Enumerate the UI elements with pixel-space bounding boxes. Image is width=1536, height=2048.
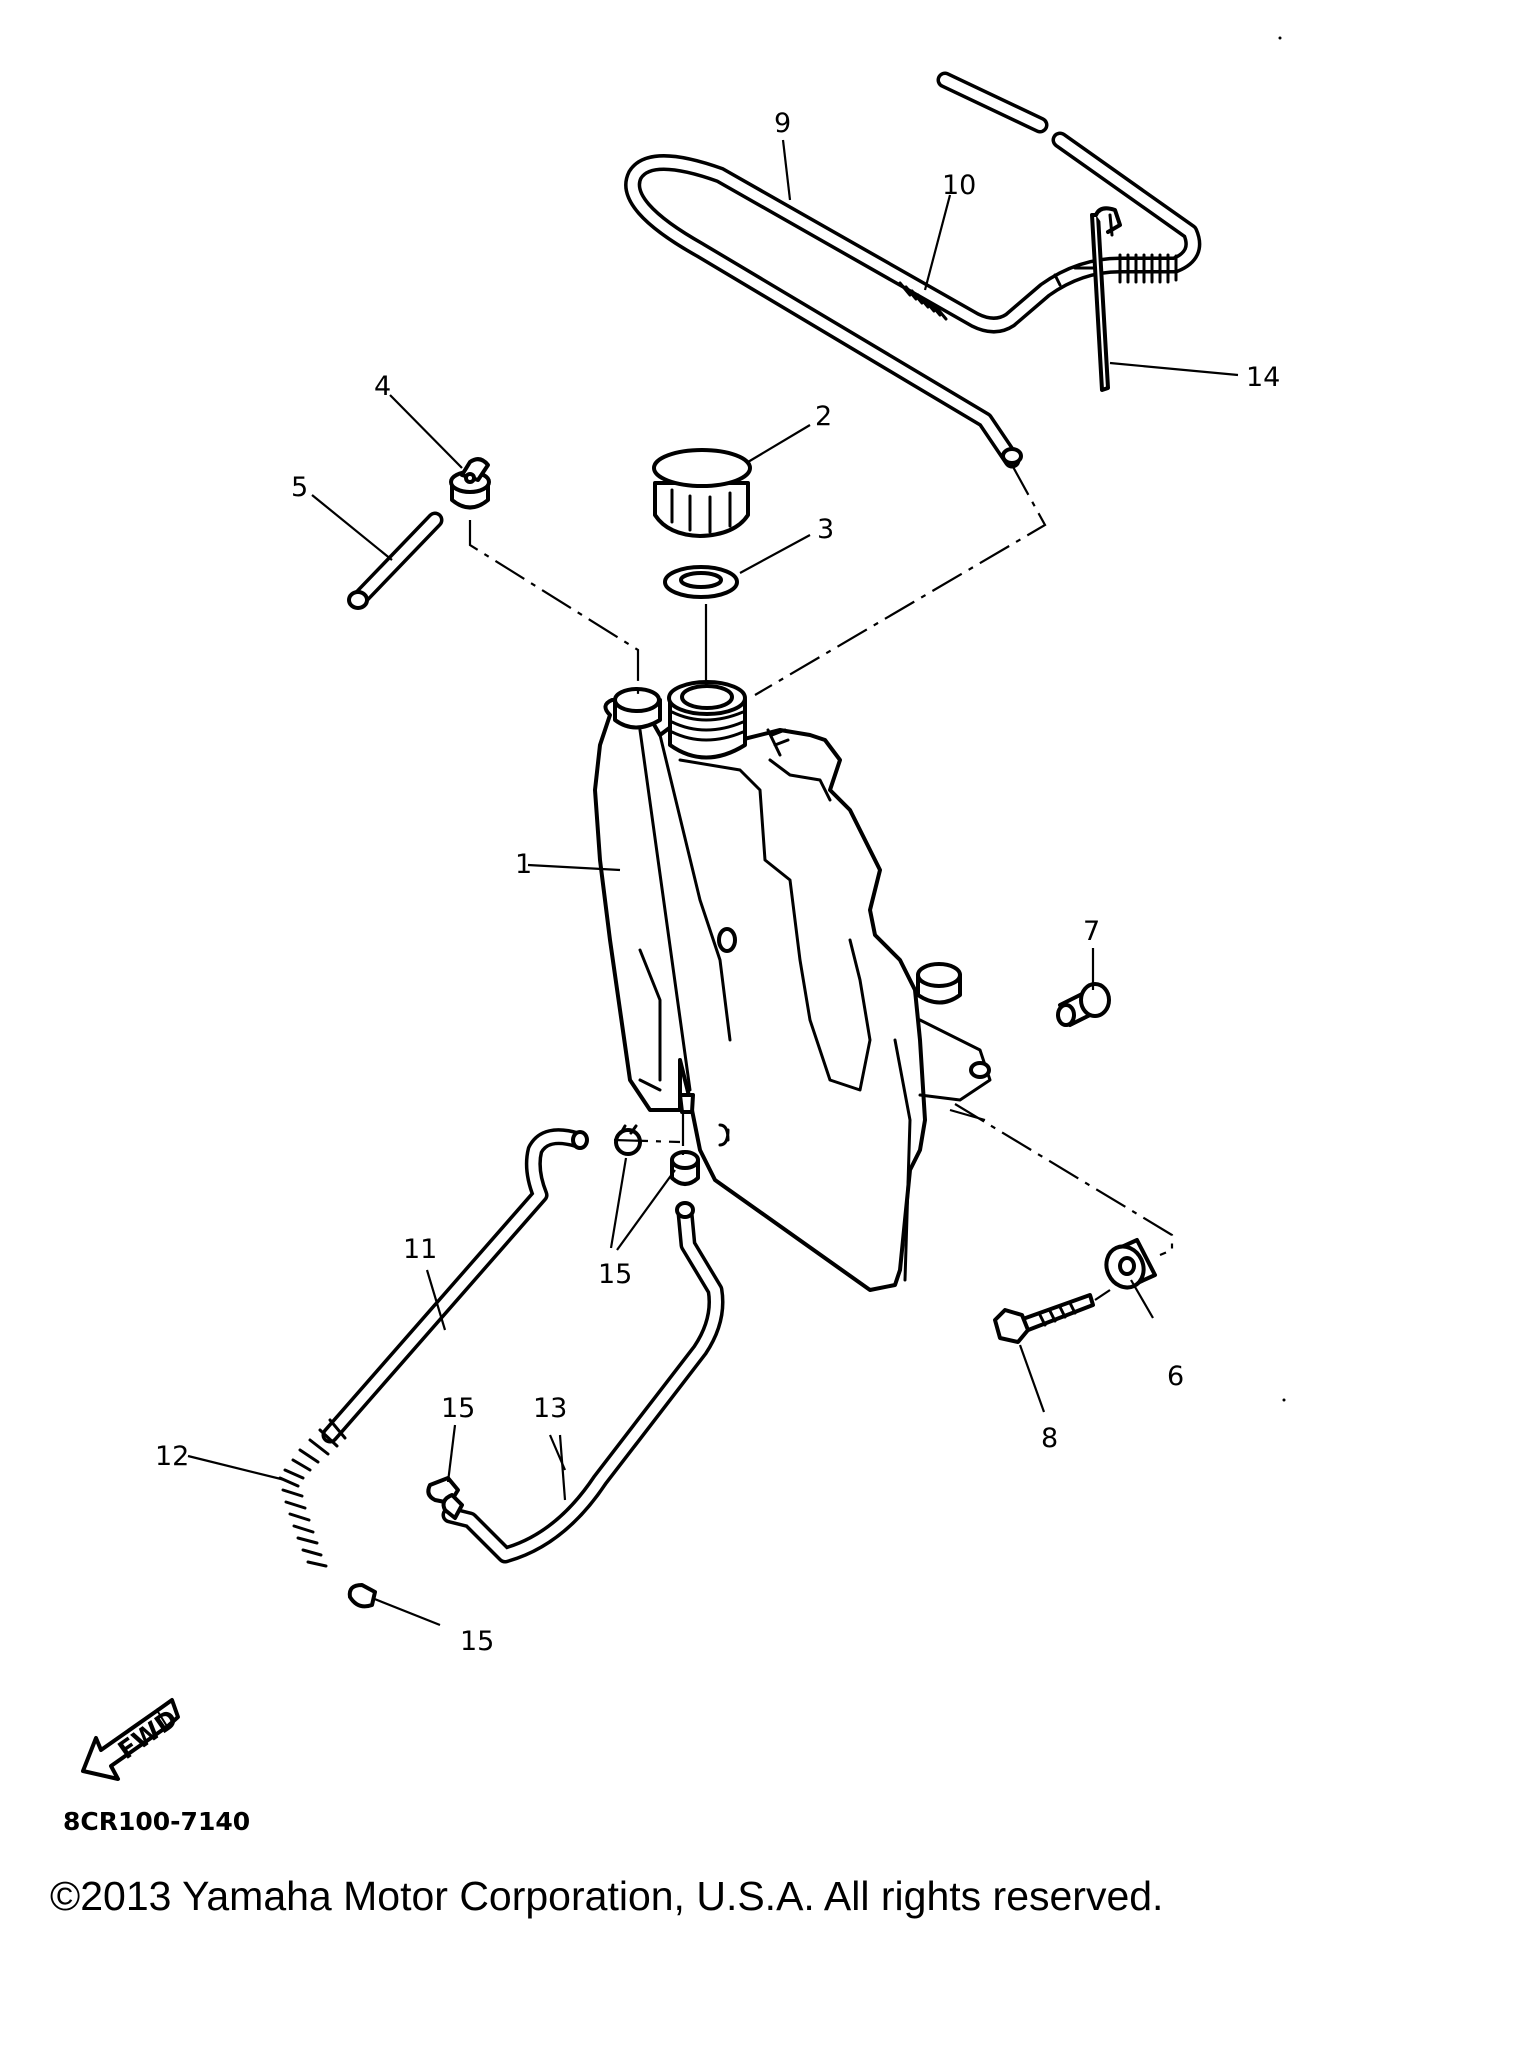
hose-11 <box>321 1128 589 1444</box>
assembly-line-bolt <box>1094 1289 1111 1301</box>
gasket <box>663 565 739 599</box>
fwd-label: FWD <box>113 1704 183 1765</box>
grommet <box>1104 1238 1157 1290</box>
short-tube <box>347 511 444 610</box>
callout-2: 2 <box>815 401 832 432</box>
breather-hose <box>624 71 1202 469</box>
collar <box>1056 982 1111 1027</box>
spring-10 <box>898 281 948 321</box>
oil-tank <box>593 698 992 1292</box>
copyright-notice: ©2013 Yamaha Motor Corporation, U.S.A. A… <box>50 1873 1164 1919</box>
callout-14: 14 <box>1246 362 1280 393</box>
speck <box>1278 36 1282 40</box>
callout-6: 6 <box>1167 1361 1184 1392</box>
clip-stay <box>1090 206 1122 392</box>
callout-1: 1 <box>515 849 532 880</box>
callout-15-mid: 15 <box>441 1393 475 1424</box>
callout-9: 9 <box>774 108 791 139</box>
assembly-line-drain <box>613 1112 685 1155</box>
fwd-arrow-icon: FWD <box>81 1698 183 1781</box>
callout-11: 11 <box>403 1234 437 1265</box>
clip-15-mid <box>426 1476 464 1520</box>
clip-15-top <box>614 1124 700 1186</box>
callout-15-bottom: 15 <box>460 1626 494 1657</box>
leader-lines <box>187 139 1239 1627</box>
small-cap <box>449 457 491 510</box>
callout-12: 12 <box>155 1441 189 1472</box>
callout-5: 5 <box>291 472 308 503</box>
callout-3: 3 <box>817 514 834 545</box>
tank-neck-left <box>613 687 662 730</box>
speck <box>1282 1398 1286 1402</box>
filler-neck <box>667 680 747 760</box>
callout-7: 7 <box>1083 916 1100 947</box>
clip-15-bottom <box>347 1583 377 1609</box>
callout-13: 13 <box>533 1393 567 1424</box>
tank-neck-right <box>916 962 962 1005</box>
filler-cap <box>652 448 752 538</box>
callout-8: 8 <box>1041 1423 1058 1454</box>
bolt <box>993 1293 1095 1344</box>
callout-4: 4 <box>374 371 391 402</box>
drawing-code: 8CR100-7140 <box>63 1807 250 1836</box>
spring-12 <box>278 1418 347 1568</box>
assembly-line-breather <box>754 464 1047 696</box>
spring-14 <box>1118 253 1178 284</box>
callout-10: 10 <box>942 170 976 201</box>
hose-13 <box>441 1201 725 1564</box>
assembly-line-mount <box>954 1103 1174 1257</box>
callout-15-top: 15 <box>598 1259 632 1290</box>
assembly-line-cap <box>468 520 640 695</box>
